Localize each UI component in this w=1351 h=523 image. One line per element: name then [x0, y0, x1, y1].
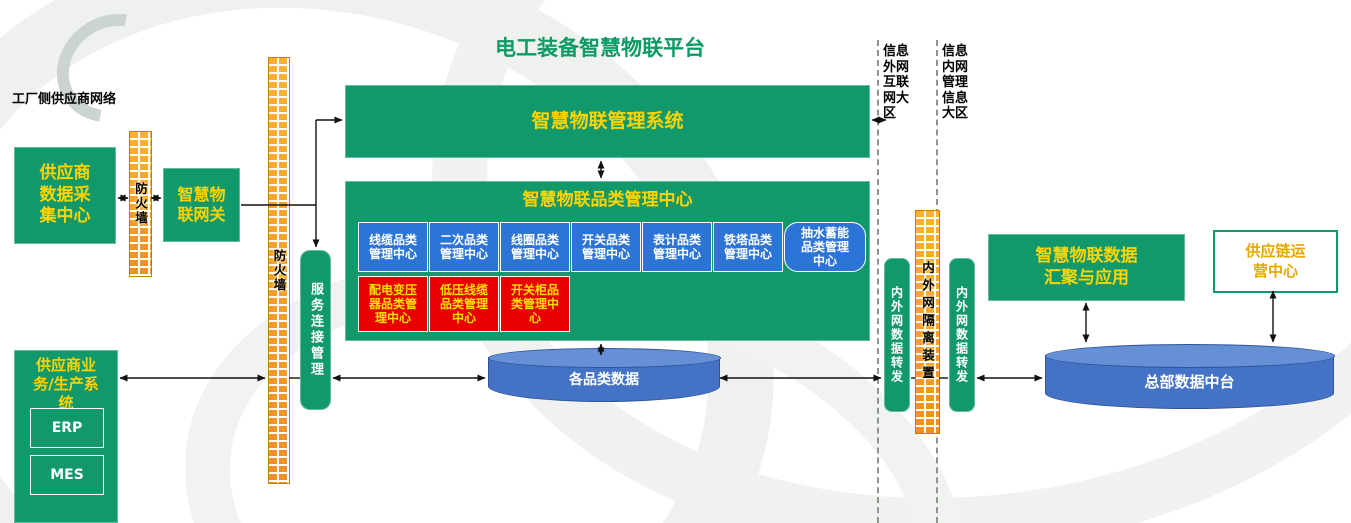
category-box-tower: 铁塔品类管理中心 [713, 222, 783, 272]
category-box-cable: 线缆品类管理中心 [358, 222, 428, 272]
firewall-tall: 防火墙 [268, 57, 290, 484]
category-box-distribution-transformer: 配电变压器品类管理中心 [358, 276, 428, 332]
service-connection-mgmt-box: 服务连接管理 [300, 250, 331, 410]
category-box-lv-cable: 低压线缆品类管理中心 [429, 276, 499, 332]
category-box-pumped-storage-label: 抽水蓄能品类管理中心 [801, 225, 850, 269]
service-connection-mgmt-label: 服务连接管理 [308, 282, 323, 378]
hq-data-platform-label: 总部数据中台 [1144, 373, 1235, 391]
data-aggregation-app-label: 智慧物联数据汇聚与应用 [1035, 245, 1138, 288]
category-box-meter-label: 表计品类管理中心 [653, 232, 702, 261]
category-box-coil-label: 线圈品类管理中心 [511, 232, 560, 261]
iot-gateway-box: 智慧物联网关 [163, 168, 240, 242]
iot-mgmt-system-box: 智慧物联管理系统 [345, 85, 870, 158]
ext-zone-dashed-line [877, 40, 879, 523]
category-box-tower-label: 铁塔品类管理中心 [724, 232, 773, 261]
category-box-secondary-label: 二次品类管理中心 [440, 232, 489, 261]
diagram-title: 电工装备智慧物联平台 [495, 36, 705, 60]
category-box-pumped-storage: 抽水蓄能品类管理中心 [784, 222, 866, 272]
erp-box: ERP [30, 408, 104, 448]
factory-network-label: 工厂侧供应商网络 [12, 92, 117, 107]
supply-chain-center-label: 供应链运营中心 [1245, 242, 1306, 280]
data-relay-right-box: 内外网数据转发 [949, 258, 975, 412]
category-mgmt-center-title: 智慧物联品类管理中心 [522, 190, 693, 210]
category-box-distribution-transformer-label: 配电变压器品类管理中心 [369, 282, 418, 326]
supply-chain-center-box: 供应链运营中心 [1213, 230, 1338, 293]
supplier-data-center-box: 供应商数据采集中心 [14, 147, 116, 244]
category-box-switchgear-label: 开关柜品类管理中心 [511, 282, 560, 326]
data-relay-right-label: 内外网数据转发 [954, 286, 969, 384]
network-isolation-device: 内外网隔离装置 [915, 210, 940, 434]
ext-zone-label: 信息外网互联网大区 [883, 44, 910, 122]
category-data-cylinder: 各品类数据 [487, 348, 721, 402]
iot-gateway-label: 智慧物联网关 [177, 184, 226, 224]
data-relay-left-label: 内外网数据转发 [889, 286, 904, 384]
category-box-cable-label: 线缆品类管理中心 [369, 232, 418, 261]
category-box-lv-cable-label: 低压线缆品类管理中心 [440, 282, 489, 326]
erp-label: ERP [51, 420, 83, 436]
hq-data-platform-cylinder: 总部数据中台 [1044, 344, 1335, 409]
supplier-business-system-box: 供应商业务/生产系统 ERP MES [14, 350, 118, 523]
category-box-coil: 线圈品类管理中心 [500, 222, 570, 272]
category-data-label: 各品类数据 [569, 372, 639, 388]
firewall-left: 防火墙 [129, 131, 152, 277]
mes-box: MES [30, 455, 104, 495]
iot-mgmt-system-label: 智慧物联管理系统 [531, 110, 684, 133]
firewall-tall-label: 防火墙 [271, 248, 287, 293]
network-isolation-device-label: 内外网隔离装置 [920, 260, 935, 384]
int-zone-label: 信息内网管理信息大区 [942, 44, 969, 122]
category-box-secondary: 二次品类管理中心 [429, 222, 499, 272]
category-box-switch-label: 开关品类管理中心 [582, 232, 631, 261]
supplier-business-system-label: 供应商业务/生产系统 [33, 356, 99, 413]
mes-label: MES [50, 467, 84, 483]
data-aggregation-app-box: 智慧物联数据汇聚与应用 [988, 234, 1185, 301]
supplier-data-center-label: 供应商数据采集中心 [39, 162, 91, 227]
category-box-switchgear: 开关柜品类管理中心 [500, 276, 570, 332]
category-box-switch: 开关品类管理中心 [571, 222, 641, 272]
category-box-meter: 表计品类管理中心 [642, 222, 712, 272]
firewall-left-label: 防火墙 [133, 182, 148, 226]
category-mgmt-center-box: 智慧物联品类管理中心 线缆品类管理中心 二次品类管理中心 线圈品类管理中心 开关… [345, 181, 870, 341]
data-relay-left-box: 内外网数据转发 [884, 258, 910, 412]
